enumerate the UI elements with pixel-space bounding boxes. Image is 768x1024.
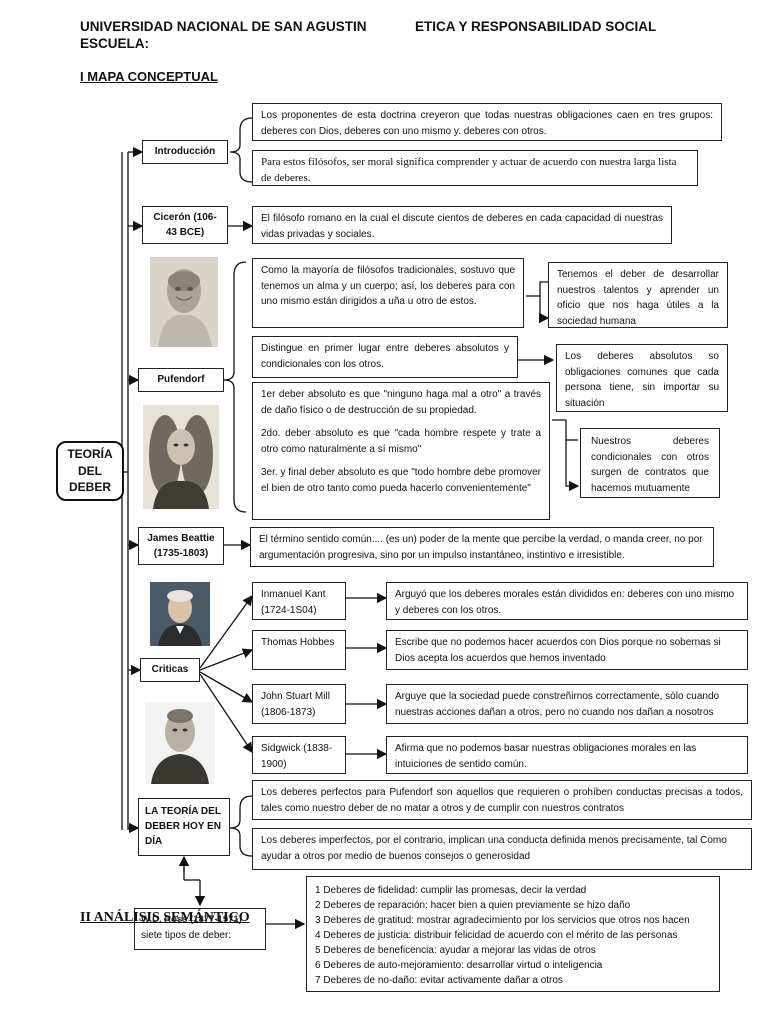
sidgwick-text: Afirma que no podemos basar nuestras obl… [386,736,748,774]
course-name: ETICA Y RESPONSABILIDAD SOCIAL [415,19,657,34]
ross-name-label: W.D. Ross (1877-1971) [141,914,242,925]
criticas-node: Criticas [140,658,200,682]
pufendorf-text-3: 1er deber absoluto es que "ninguno haga … [252,382,550,520]
pufendorf-text-3-side: Nuestros deberes condicionales con otros… [580,428,720,498]
list-item: 3 Deberes de gratitud: mostrar agradecim… [315,915,690,926]
ross-label: siete tipos de deber: [141,929,232,941]
ciceron-text: El filósofo romano en la cual el discute… [252,206,672,244]
hobbes-name: Thomas Hobbes [252,630,346,670]
university-name: UNIVERSIDAD NACIONAL DE SAN AGUSTIN [80,19,367,34]
cicero-portrait [150,257,218,347]
hoy-text-2: Los deberes imperfectos, por el contrari… [252,828,752,870]
ross-node: W.D. Ross (1877-1971) siete tipos de deb… [134,908,266,950]
introduccion-text-2: Para estos filósofos, ser moral signific… [252,150,698,186]
introduccion-node: Introducción [142,140,228,164]
absolute-duty-1: 1er deber absoluto es que "ninguno haga … [261,389,541,416]
list-item: 5 Deberes de beneficencia: ayudar a mejo… [315,945,596,956]
pufendorf-text-1-side: Tenemos el deber de desarrollar nuestros… [548,262,728,328]
hoy-text-1: Los deberes perfectos para Pufendorf son… [252,780,752,820]
pufendorf-portrait [143,405,219,509]
introduccion-text-1: Los proponentes de esta doctrina creyero… [252,103,722,141]
list-item: 2 Deberes de reparación: hacer bien a qu… [315,900,631,911]
kant-portrait [150,582,210,646]
pufendorf-text-2: Distingue en primer lugar entre deberes … [252,336,518,378]
beattie-node: James Beattie (1735-1803) [138,527,224,565]
mill-name: John Stuart Mill (1806-1873) [252,684,346,724]
list-item: 4 Deberes de justicia: distribuir felici… [315,930,678,941]
kant-text: Arguyó que los deberes morales están div… [386,582,748,620]
section-1-title: I MAPA CONCEPTUAL [80,69,218,84]
absolute-duty-3: 3er. y final deber absoluto es que "todo… [261,467,541,494]
mill-text: Arguye que la sociedad puede constreñirn… [386,684,748,724]
pufendorf-node: Pufendorf [138,368,224,392]
hoy-node: LA TEORÍA DEL DEBER HOY EN DÍA [138,798,230,856]
pufendorf-text-2-side: Los deberes absolutos so obligaciones co… [556,344,728,412]
list-item: 7 Deberes de no-daño: evitar activamente… [315,975,563,986]
ross-duties-list: 1 Deberes de fidelidad: cumplir las prom… [306,876,720,992]
ciceron-node: Cicerón (106-43 BCE) [142,206,228,244]
beattie-text: El término sentido común.... (es un) pod… [250,527,714,567]
list-item: 6 Deberes de auto-mejoramiento: desarrol… [315,960,603,971]
section-2-title: II ANÁLISIS SEMÁNTICO [80,910,250,925]
school-label: ESCUELA: [80,36,150,51]
hobbes-text: Escribe que no podemos hacer acuerdos co… [386,630,748,670]
absolute-duty-2: 2do. deber absoluto es que "cada hombre … [261,428,541,455]
list-item: 1 Deberes de fidelidad: cumplir las prom… [315,885,587,896]
sidgwick-name: Sidgwick (1838-1900) [252,736,346,774]
kant-name: Inmanuel Kant (1724-1S04) [252,582,346,620]
mill-portrait [145,702,215,784]
pufendorf-text-1: Como la mayoría de filósofos tradicional… [252,258,524,328]
root-node: TEORÍA DEL DEBER [56,441,124,501]
